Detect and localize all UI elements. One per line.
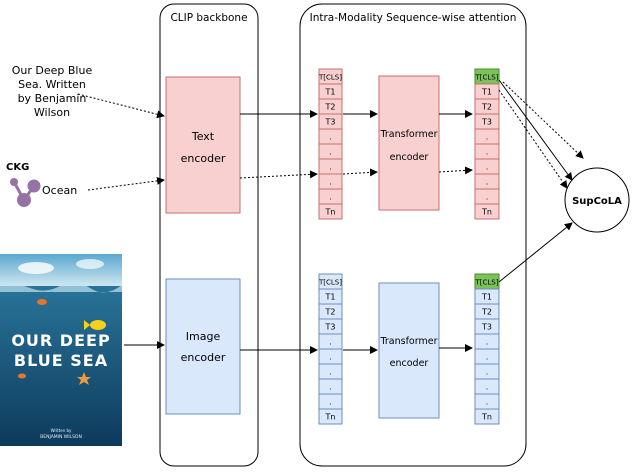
image-encoder-label: Image (186, 330, 221, 343)
text-transformer-label: Transformer (379, 129, 437, 140)
caption-line: Our Deep Blue (12, 64, 93, 77)
text-transformer-label: encoder (390, 152, 429, 163)
caption-text: Our Deep Blue Sea. Written by Benjamin W… (12, 64, 93, 119)
token-cell (318, 203, 343, 220)
caption-line: Sea. Written (18, 78, 86, 91)
poster-author-name: BENJAMIN WILSON (40, 434, 82, 440)
token-label: . (486, 338, 489, 347)
token-label: . (486, 383, 489, 392)
caption-line: by Benjamin (18, 92, 87, 105)
token-label: . (486, 353, 489, 362)
token-label: . (486, 163, 489, 172)
token-label: T2 (325, 103, 336, 112)
token-label: T[CLS] (475, 279, 499, 287)
token-cell (474, 408, 500, 425)
token-label: T3 (481, 118, 492, 127)
ckg-graph-icon (10, 178, 41, 207)
clip-backbone-panel (159, 3, 259, 467)
token-label: . (329, 163, 332, 172)
ocean-label: Ocean (42, 184, 77, 197)
image-transformer-box (378, 282, 440, 419)
token-label: . (329, 338, 332, 347)
poster-title-line: BLUE SEA (14, 351, 108, 370)
token-label: Tn (325, 208, 336, 217)
token-cell (318, 408, 343, 425)
text-encoder-box (165, 76, 241, 214)
caption-line: Wilson (34, 106, 70, 119)
supcola-node (564, 167, 630, 233)
token-label: . (329, 178, 332, 187)
token-label: T1 (325, 293, 336, 302)
attention-panel-title: Intra-Modality Sequence-wise attention (310, 12, 517, 24)
token-label: T1 (481, 293, 492, 302)
token-label: . (329, 353, 332, 362)
token-label: T3 (325, 323, 336, 332)
token-label: T1 (325, 88, 336, 97)
connectors (77, 79, 584, 354)
image-transformer-label: encoder (390, 358, 429, 369)
token-label: T[CLS] (318, 74, 342, 82)
token-label: Tn (325, 413, 336, 422)
token-label: . (486, 398, 489, 407)
clip-backbone-title: CLIP backbone (170, 12, 247, 24)
token-label: . (329, 148, 332, 157)
token-label: . (486, 178, 489, 187)
token-label: T[CLS] (318, 279, 342, 287)
image-encoder-box (165, 278, 241, 415)
image-transformer-label: Transformer (379, 336, 437, 347)
token-label: T[CLS] (475, 74, 499, 82)
text-encoder-label: Text (191, 130, 215, 143)
token-label: T2 (481, 308, 492, 317)
token-label: . (329, 193, 332, 202)
poster-author-small: Written by (51, 428, 72, 433)
text-encoder-label: encoder (181, 152, 226, 165)
supcola-label: SupCoLA (572, 196, 622, 207)
token-label: . (486, 368, 489, 377)
token-label: . (329, 368, 332, 377)
poster-title-line: OUR DEEP (11, 331, 110, 350)
text-transformer-box (378, 75, 440, 211)
token-label: . (486, 148, 489, 157)
token-label: . (329, 398, 332, 407)
attention-panel (299, 3, 527, 467)
token-label: Tn (481, 208, 492, 217)
token-cell (474, 203, 500, 220)
image-encoder-label: encoder (181, 351, 226, 364)
token-label: . (486, 193, 489, 202)
book-poster-image: OUR DEEP BLUE SEA Written by BENJAMIN WI… (0, 254, 122, 446)
ckg-label: CKG (6, 162, 29, 173)
token-label: . (329, 383, 332, 392)
token-label: T3 (481, 323, 492, 332)
token-label: T3 (325, 118, 336, 127)
token-label: T2 (325, 308, 336, 317)
token-label: Tn (481, 413, 492, 422)
token-label: T1 (481, 88, 492, 97)
token-label: T2 (481, 103, 492, 112)
token-label: . (329, 133, 332, 142)
token-label: . (486, 133, 489, 142)
